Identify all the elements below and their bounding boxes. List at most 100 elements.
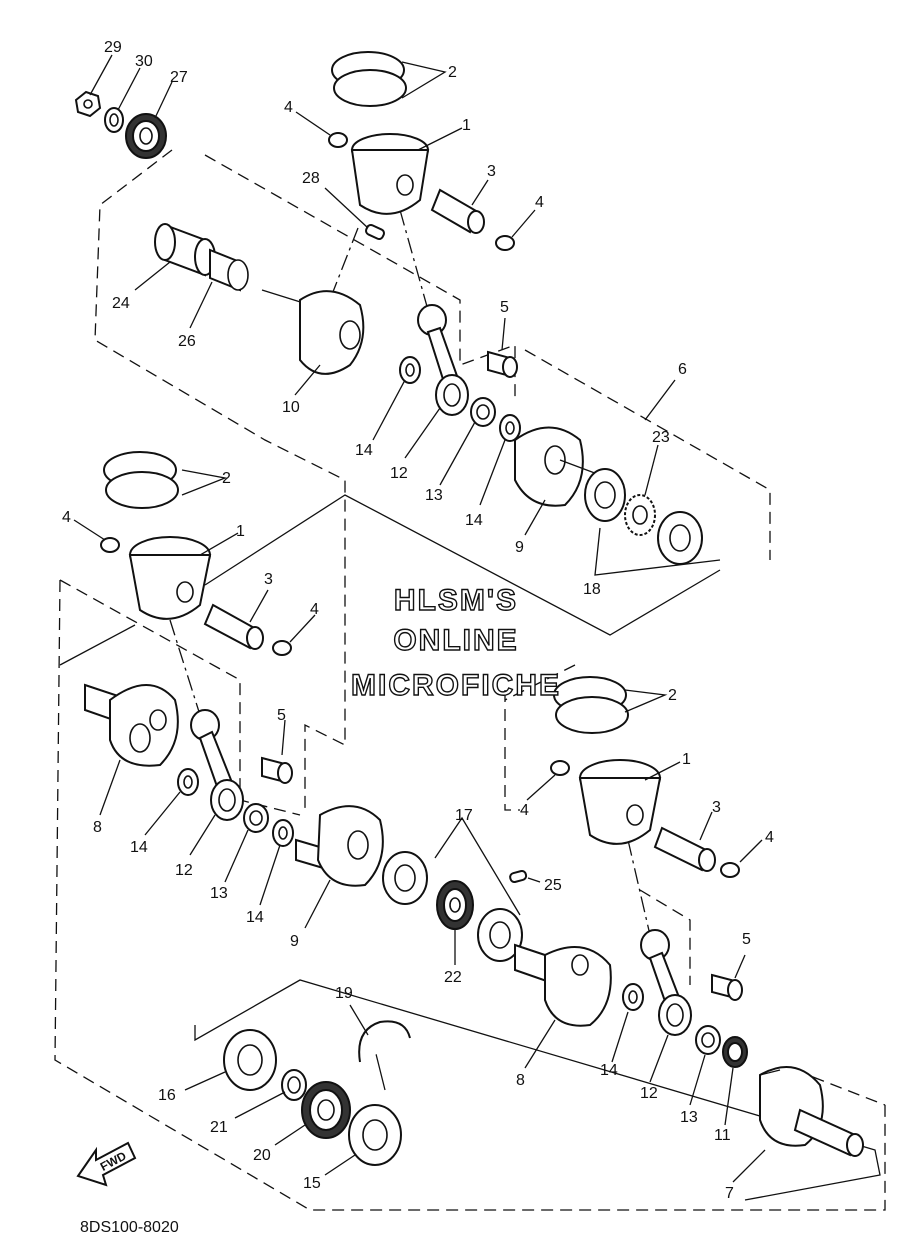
callout-4-top-left: 4 [284,99,293,116]
callout-2-right: 2 [668,687,677,704]
piston-pin-3-top [430,188,485,234]
piston-1-top [350,133,430,215]
bearing-18-top-right [657,511,703,565]
circlip-4-left-right [272,640,292,656]
collar-21 [281,1069,307,1101]
callout-14-top-right: 14 [465,512,483,529]
callout-14-mid-right: 14 [246,909,264,926]
callout-12-top: 12 [390,465,408,482]
bearing-17-right [477,908,523,962]
fwd-arrow-icon: FWD [76,1141,137,1187]
con-rod-12-mid [190,709,244,821]
callout-23: 23 [652,429,670,446]
nut-29 [74,90,102,118]
pin-28 [365,223,385,241]
callout-12-right: 12 [640,1085,658,1102]
collar-26 [209,248,249,292]
leader-lines [73,54,766,1183]
washer-14-top-right [499,414,521,442]
callout-5-right: 5 [742,931,751,948]
circlip-4-left [100,537,120,553]
diagram-reference-code: 8DS100-8020 [80,1219,179,1236]
callout-10: 10 [282,399,300,416]
chain-lines [169,209,651,936]
seal-20 [301,1081,351,1139]
callout-16: 16 [158,1087,176,1104]
callout-30: 30 [135,53,153,70]
bearing-13-top [470,397,496,427]
piston-rings-2-left [103,451,179,509]
callout-5-top: 5 [500,299,509,316]
callout-4-left: 4 [62,509,71,526]
piston-1-left [128,536,212,620]
bearing-5-top [487,350,518,378]
washer-30 [104,107,124,133]
callout-9-mid: 9 [290,933,299,950]
callout-24: 24 [112,295,130,312]
gear-22 [436,880,474,930]
callout-14-mid-left: 14 [130,839,148,856]
callout-11: 11 [714,1127,731,1144]
callout-13-top: 13 [425,487,443,504]
bearing-13-mid [243,803,269,833]
pin-25 [509,869,528,884]
bearing-18-top-left [584,468,626,522]
bearing-24 [154,223,216,277]
crank-7 [759,1066,864,1157]
piston-rings-2-right [553,676,629,734]
callout-7: 7 [725,1185,734,1202]
washer-14-right [622,983,644,1011]
callout-5-mid: 5 [277,707,286,724]
callout-13-mid: 13 [210,885,228,902]
callout-27: 27 [170,69,188,86]
crank-9-mid [295,805,384,887]
callout-13-right: 13 [680,1109,698,1126]
watermark-line-2: ONLINE [393,624,518,657]
solid-frames [59,494,881,1201]
seal-11 [722,1036,748,1068]
callout-29: 29 [104,39,122,56]
callout-19: 19 [335,985,353,1002]
callout-14-top-left: 14 [355,442,373,459]
callout-26: 26 [178,333,196,350]
crank-8-left [84,683,179,767]
watermark: HLSM'S ONLINE MICROFICHE [350,583,559,702]
callout-25: 25 [544,877,562,894]
callout-17: 17 [455,807,473,824]
callout-18: 18 [583,581,601,598]
callout-8-left: 8 [93,819,102,836]
callout-8-right: 8 [516,1072,525,1089]
bearing-15 [348,1104,402,1166]
callout-2-left: 2 [222,470,231,487]
callout-6: 6 [678,361,687,378]
piston-pin-3-right [653,826,716,872]
circlip-4-right-right [720,862,740,878]
callout-12-mid: 12 [175,862,193,879]
bearing-13-right [695,1025,721,1055]
callout-1-right: 1 [682,751,691,768]
callout-28: 28 [302,170,320,187]
callout-4-top-right: 4 [535,194,544,211]
con-rod-12-right [640,929,692,1036]
circlip-4-top-left [328,132,348,148]
bearing-17-left [382,851,428,905]
bearing-5-mid [261,756,293,784]
dashed-outlines [54,149,886,1211]
callout-21: 21 [210,1119,228,1136]
callout-22: 22 [444,969,462,986]
callout-3-left: 3 [264,571,273,588]
callout-4-left-right: 4 [310,601,319,618]
callout-labels: 29 30 27 2 4 1 3 28 4 24 26 5 6 10 14 12… [62,39,774,1202]
circlip-4-right-left [550,760,570,776]
callout-2-top: 2 [448,64,457,81]
washer-14-mid-right [272,819,294,847]
washer-14-mid [177,768,199,796]
bearing-16 [223,1029,277,1091]
washer-14-top [399,356,421,384]
callout-1-left: 1 [236,523,245,540]
gear-23 [624,494,656,536]
callout-3-right: 3 [712,799,721,816]
callout-4-right-right: 4 [765,829,774,846]
crank-8-right [514,943,612,1027]
